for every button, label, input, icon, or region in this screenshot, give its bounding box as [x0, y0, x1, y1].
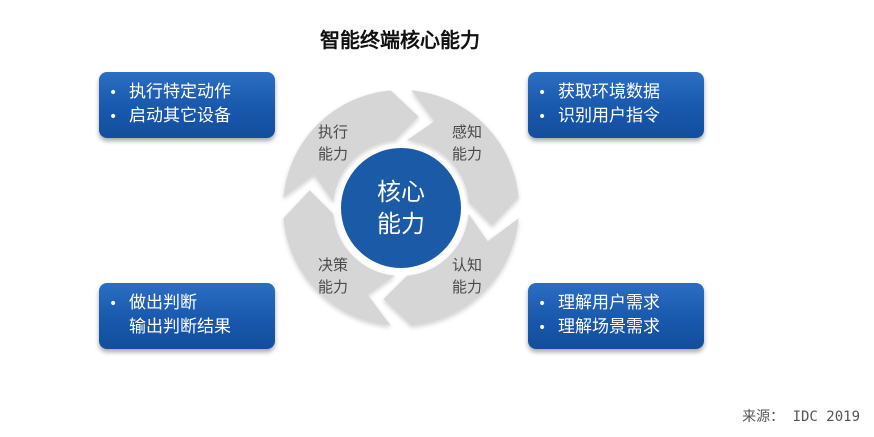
segment-decide-line1: 决策: [318, 256, 348, 274]
segment-execute-line2: 能力: [318, 145, 348, 163]
diagram-title: 智能终端核心能力: [320, 28, 480, 52]
ring-segment-cognize: [383, 213, 519, 326]
segment-decide-line2: 能力: [318, 278, 348, 296]
list-item: •做出判断: [109, 293, 197, 313]
source-note: 来源： IDC 2019: [742, 409, 860, 425]
ring-segment-decide: [283, 190, 396, 326]
segment-perceive-line2: 能力: [452, 145, 482, 163]
segment-cognize-line2: 能力: [452, 278, 482, 296]
list-item: 输出判断结果: [129, 317, 231, 337]
list-item: •启动其它设备: [109, 106, 231, 126]
center-label-line1: 核心: [377, 178, 425, 206]
center-circle: [337, 144, 465, 272]
segment-execute-line1: 执行: [318, 123, 348, 141]
list-item: •识别用户指令: [538, 106, 660, 126]
info-box-top-left: •执行特定动作 •启动其它设备: [99, 72, 275, 138]
list-item: •获取环境数据: [538, 82, 660, 102]
segment-perceive-line1: 感知: [452, 123, 482, 141]
segment-cognize-line1: 认知: [452, 256, 482, 274]
ring-segment-perceive: [406, 90, 519, 226]
list-item: •理解场景需求: [538, 317, 660, 337]
list-item: •理解用户需求: [538, 293, 660, 313]
info-box-bottom-right: •理解用户需求 •理解场景需求: [528, 283, 704, 349]
info-box-bottom-left: •做出判断 输出判断结果: [99, 283, 275, 349]
info-box-top-right: •获取环境数据 •识别用户指令: [528, 72, 704, 138]
ring-segment-execute: [283, 90, 419, 203]
list-item: •执行特定动作: [109, 82, 231, 102]
center-label-line2: 能力: [377, 210, 425, 238]
